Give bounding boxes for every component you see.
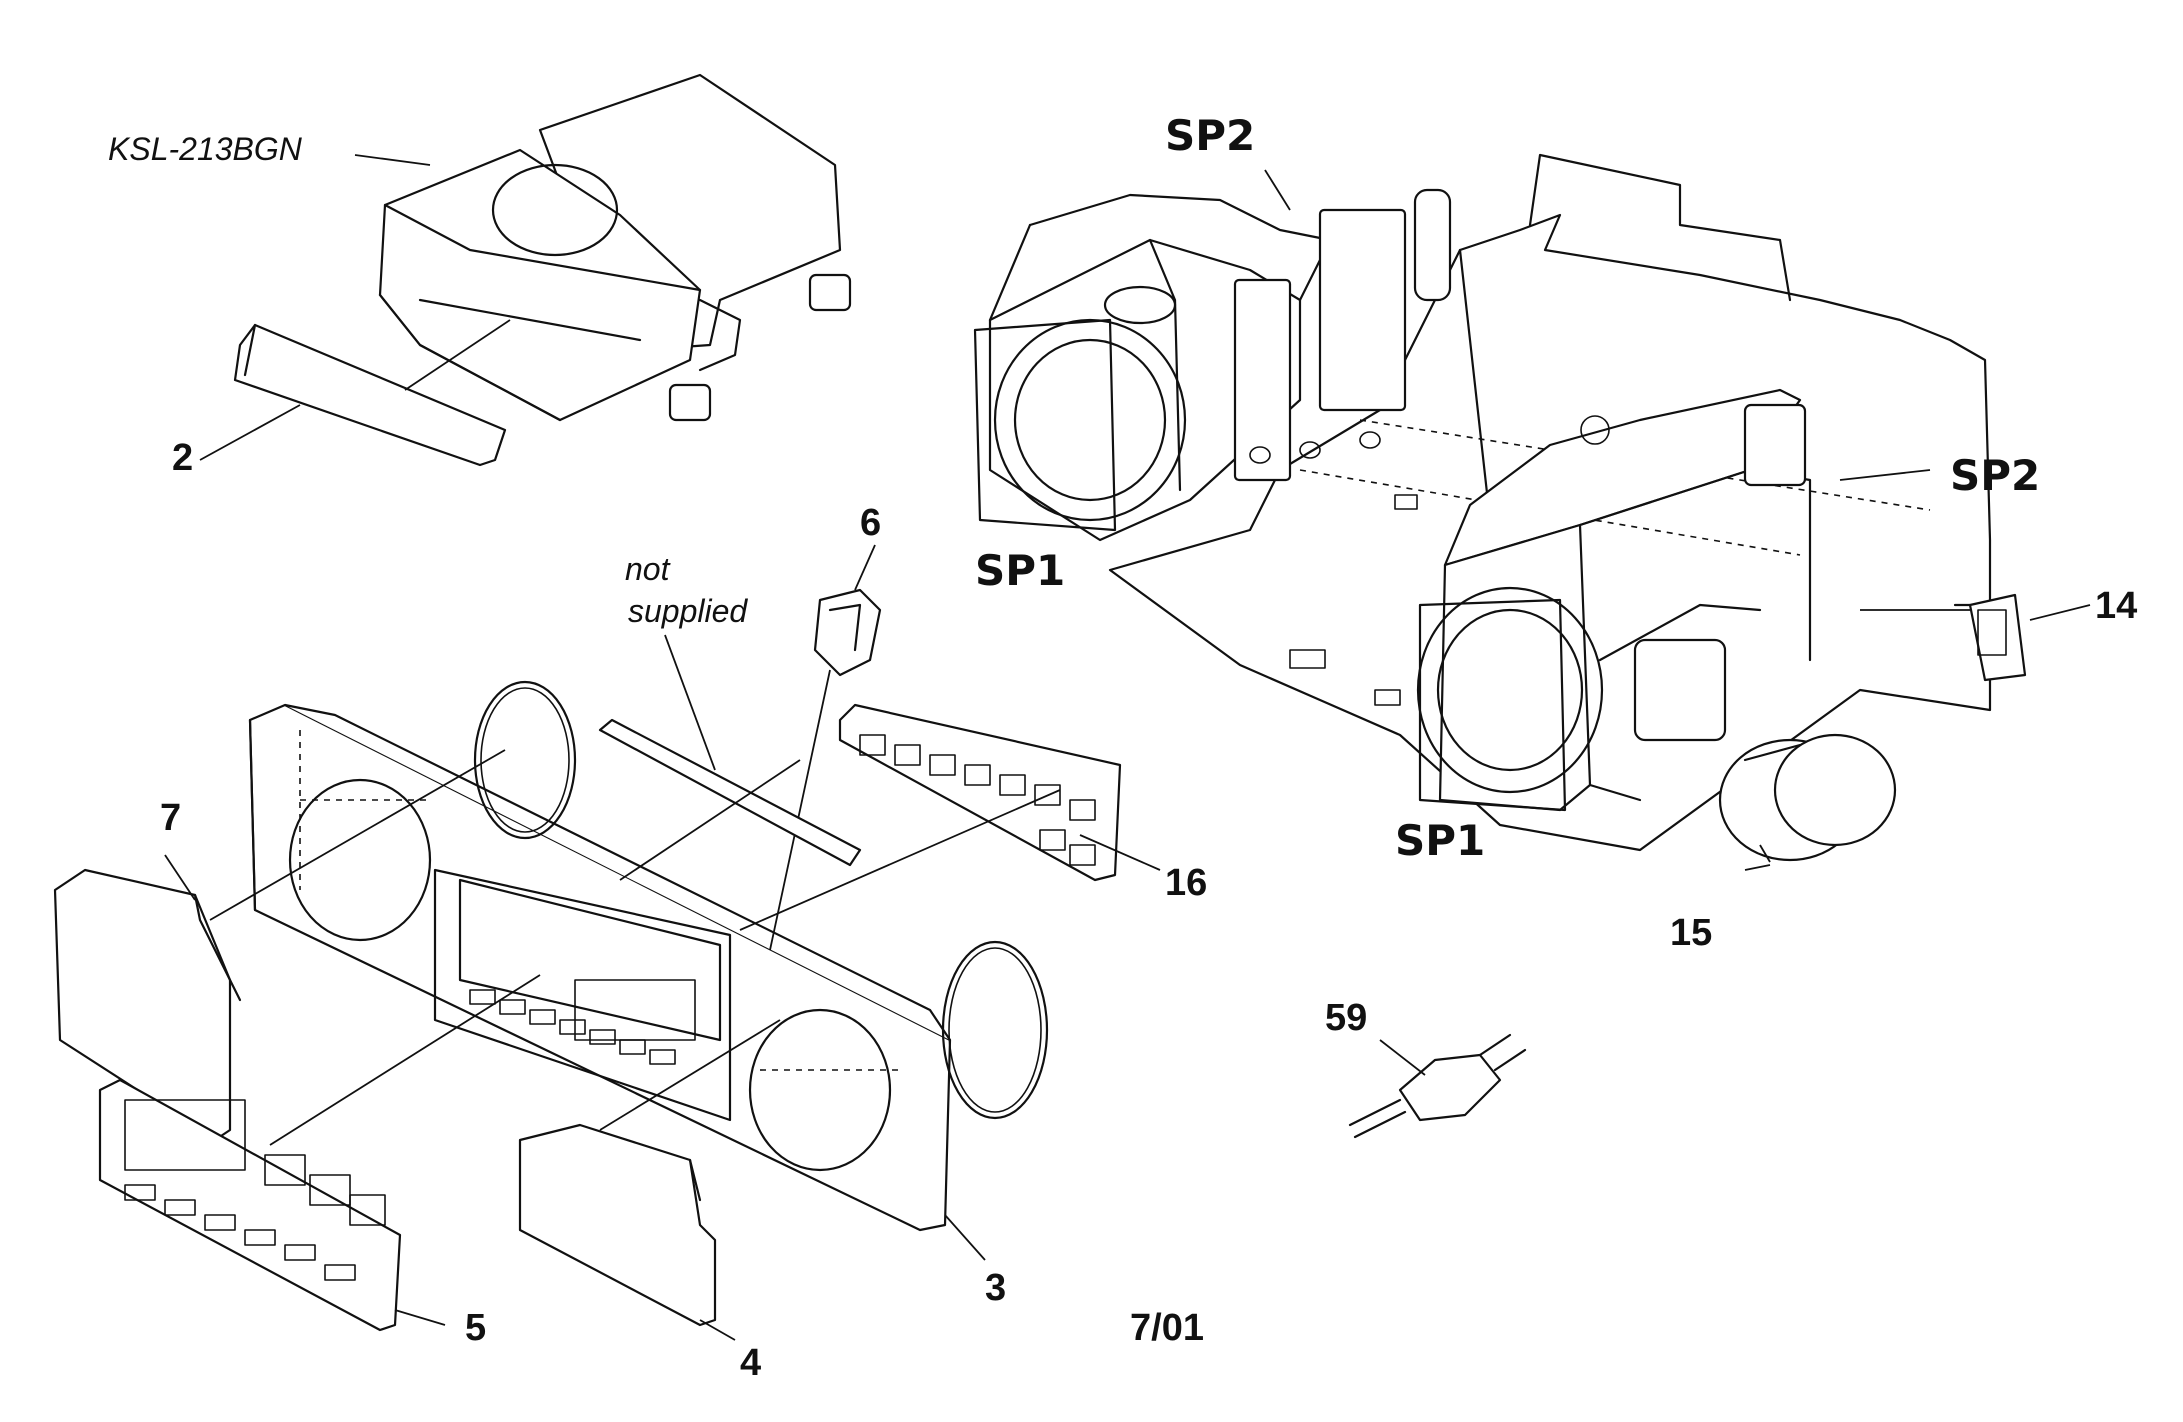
sp2-right-label: SP2 xyxy=(1950,451,2040,500)
part-6-label: 6 xyxy=(860,502,881,544)
not-label: not xyxy=(625,551,671,587)
main-chassis xyxy=(973,153,1992,852)
part-4-cover xyxy=(518,1123,717,1327)
part-59-label: 59 xyxy=(1325,997,1367,1039)
speaker-ring-right xyxy=(941,940,1049,1120)
part-15-label: 15 xyxy=(1670,912,1712,954)
part-15-knob xyxy=(1718,733,1897,862)
part-5-faceplate xyxy=(98,1078,402,1332)
part-3-label: 3 xyxy=(985,1267,1006,1309)
part-2-label: 2 xyxy=(172,437,193,479)
part-4-label: 4 xyxy=(740,1342,761,1384)
part-6-bracket xyxy=(813,588,882,677)
part-16-label: 16 xyxy=(1165,862,1207,904)
part-2-bar xyxy=(233,323,507,467)
part-14-label: 14 xyxy=(2095,585,2137,627)
supplied-label: supplied xyxy=(628,593,748,629)
part-14-bracket xyxy=(1953,593,2027,682)
part-5-label: 5 xyxy=(465,1307,486,1349)
not-supplied-strip xyxy=(598,718,862,867)
sp2-top-label: SP2 xyxy=(1165,111,1255,160)
model-label: KSL-213BGN xyxy=(108,131,303,167)
revision-date: 7/01 xyxy=(1130,1307,1204,1349)
optical-pickup-assembly xyxy=(378,73,852,422)
part-7-cover xyxy=(53,868,242,1142)
sp1-left-label: SP1 xyxy=(975,546,1065,595)
part-7-label: 7 xyxy=(160,797,181,839)
part-59-power-plug xyxy=(1348,1033,1527,1139)
speaker-ring-left xyxy=(473,680,577,840)
part-16-pcb xyxy=(838,703,1122,882)
part-3-front-panel xyxy=(248,703,952,1232)
sp1-right-label: SP1 xyxy=(1395,816,1485,865)
